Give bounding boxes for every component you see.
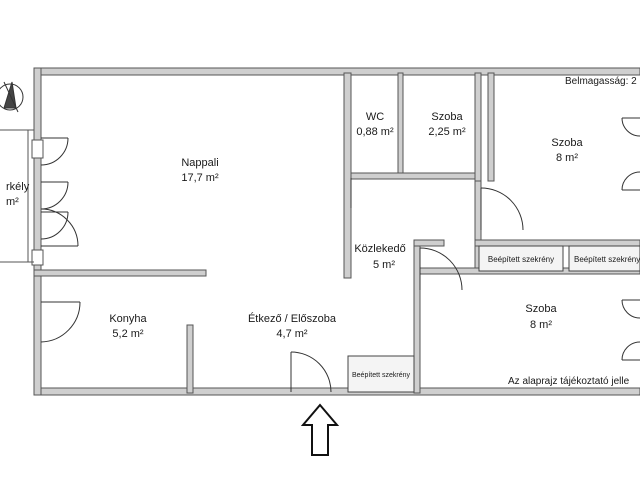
room-szoba-ne-area: 8 m² [556,152,578,164]
room-wc-area: 0,88 m² [356,126,394,138]
wardrobe-1 [478,245,564,272]
wall-nappali-right [343,72,352,279]
wardrobes [347,245,640,393]
wardrobe-3 [347,355,415,393]
ceiling-height-note: Belmagasság: 2 [565,76,637,87]
room-etkezo-name: Étkező / Előszoba [248,312,337,325]
wall-corridor-stub [413,239,445,247]
wardrobe-label-1: Beépített szekrény [488,255,554,264]
wall-szoba-ne-bottom [474,239,640,247]
room-erkely-name: rkély [6,181,30,193]
room-labels: rkély m² Nappali 17,7 m² WC 0,88 m² Szob… [6,111,583,340]
wall-nappali-konyha [33,269,207,277]
wall-outer-bottom [33,387,640,396]
wardrobe-label-3: Beépített szekrény [352,372,410,379]
window-left-upper [31,139,44,159]
north-arrow-icon [0,81,24,113]
wall-szoba-se-left [413,239,421,394]
wall-outer-left [33,67,42,396]
room-konyha-name: Konyha [109,313,147,325]
wall-szoba-ne-left [487,72,495,182]
wall-konyha-etkezo [186,324,194,394]
wall-outer-top [33,67,640,76]
walls [33,67,640,396]
doors [40,117,640,393]
wardrobe-label-2: Beépített szekrény [574,255,640,264]
wardrobe-2 [568,245,640,272]
room-szoba-se-name: Szoba [525,303,557,315]
wall-szoba-small-right [474,72,482,184]
room-szoba-se-area: 8 m² [530,319,552,331]
room-szoba-small-area: 2,25 m² [428,126,466,138]
room-nappali-name: Nappali [181,157,218,169]
balcony [0,129,34,263]
window-left-lower [31,249,44,266]
room-kozlekedo-name: Közlekedő [354,243,405,255]
room-nappali-area: 17,7 m² [181,172,219,184]
windows [31,139,44,266]
room-wc-name: WC [366,111,384,123]
room-szoba-ne-name: Szoba [551,137,583,149]
wall-wc-right [397,72,404,179]
room-erkely-area: m² [6,196,19,208]
wall-wc-bottom [350,172,482,180]
room-konyha-area: 5,2 m² [112,328,144,340]
room-szoba-small-name: Szoba [431,111,463,123]
entrance-arrow-icon [300,403,340,456]
disclaimer-note: Az alaprajz tájékoztató jelle [508,376,630,387]
room-kozlekedo-area: 5 m² [373,259,395,271]
room-etkezo-area: 4,7 m² [276,328,308,340]
